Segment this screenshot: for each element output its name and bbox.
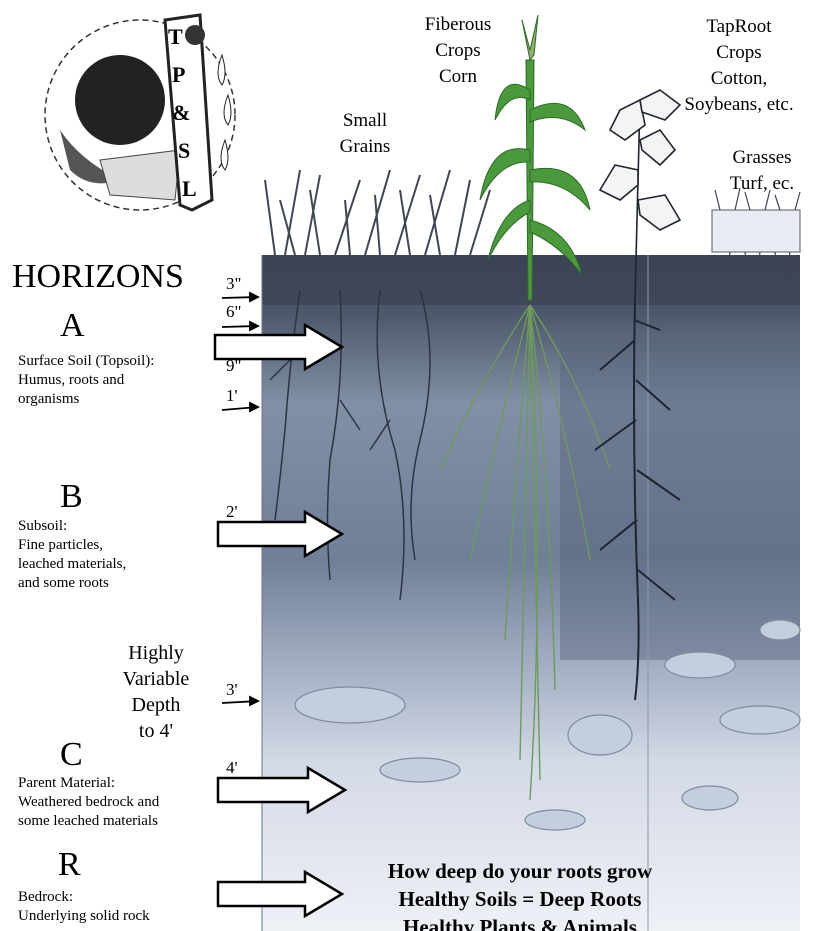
note-line: to 4' [108,718,204,744]
note-line: Variable [108,666,204,692]
logo-letter-l: L [182,176,197,202]
horizon-c-letter: C [60,736,83,774]
logo-letter-p: P [172,62,185,88]
horizon-a-description: Surface Soil (Topsoil): Humus, roots and… [18,352,154,409]
depth-2ft: 2' [226,502,238,522]
note-line: Highly [108,640,204,666]
desc-line: Surface Soil (Topsoil): [18,352,154,371]
horizon-b-letter: B [60,478,83,516]
desc-line: Underlying solid rock [18,907,150,926]
horizon-r-description: Bedrock: Underlying solid rock [18,888,150,926]
label-line: Grasses [712,145,812,171]
label-small-grains: Small Grains [325,108,405,160]
label-line: Cotton, [665,66,813,92]
desc-line: Parent Material: [18,774,159,793]
note-line: Depth [108,692,204,718]
desc-line: organisms [18,390,154,409]
label-fiberous-crops: Fiberous Crops Corn [408,12,508,90]
footer-message: How deep do your roots grow Healthy Soil… [350,857,690,931]
horizon-a-letter: A [60,307,85,345]
desc-line: Bedrock: [18,888,150,907]
depth-1ft: 1' [226,386,238,406]
depth-4ft: 4' [226,758,238,778]
label-line: Crops [408,38,508,64]
desc-line: Humus, roots and [18,371,154,390]
desc-line: Subsoil: [18,517,126,536]
depth-3ft: 3' [226,680,238,700]
logo-emblem [45,15,235,210]
desc-line: Fine particles, [18,536,126,555]
desc-line: and some roots [18,574,126,593]
depth-3in: 3" [226,274,241,294]
footer-line: Healthy Soils = Deep Roots [350,885,690,913]
depth-6in: 6" [226,302,241,322]
logo-letter-t: T [168,24,183,50]
footer-line: How deep do your roots grow [350,857,690,885]
horizons-title: HORIZONS [12,258,184,296]
desc-line: leached materials, [18,555,126,574]
footer-line: Healthy Plants & Animals [350,913,690,931]
horizon-c-description: Parent Material: Weathered bedrock and s… [18,774,159,831]
variable-depth-note: Highly Variable Depth to 4' [108,640,204,744]
label-line: Grains [325,134,405,160]
logo-letter-amp: & [172,100,190,126]
label-line: Corn [408,64,508,90]
label-line: Soybeans, etc. [665,92,813,118]
desc-line: some leached materials [18,812,159,831]
small-grains-plants [265,170,490,255]
label-line: Fiberous [408,12,508,38]
depth-9in: 9" [226,356,241,376]
logo-letter-s: S [178,138,190,164]
label-line: TapRoot [665,14,813,40]
label-line: Turf, ec. [712,171,812,197]
subsoil-dark-right [560,330,800,660]
label-line: Crops [665,40,813,66]
label-line: Small [325,108,405,134]
desc-line: Weathered bedrock and [18,793,159,812]
label-grasses-turf: Grasses Turf, ec. [712,145,812,197]
horizon-b-description: Subsoil: Fine particles, leached materia… [18,517,126,593]
horizon-r-letter: R [58,846,81,884]
label-taproot-crops: TapRoot Crops Cotton, Soybeans, etc. [665,14,813,118]
